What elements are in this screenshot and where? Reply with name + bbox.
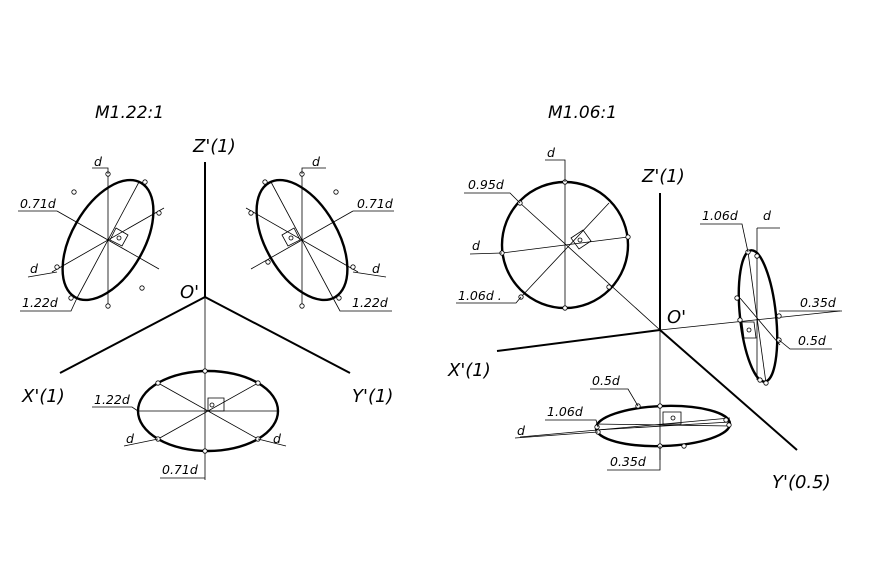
- right-origin-label: O': [667, 307, 686, 328]
- right-scale-label: M1.06:1: [548, 103, 617, 123]
- left-z-axis-label: Z'(1): [192, 136, 236, 157]
- right-dimetric-view: M1.06:1 Z'(1) X'(1) Y'(0.5) O' d 0.95d: [447, 103, 842, 493]
- right-ellipse-yz: 1.06d d 0.35d 0.5d: [659, 208, 842, 386]
- center-mark: [746, 327, 752, 333]
- label-d-left: d: [30, 261, 38, 276]
- label-d-top: d: [312, 154, 320, 169]
- right-y-axis: [659, 329, 798, 451]
- label-d-left: d: [126, 431, 134, 446]
- label-122d: 1.22d: [22, 295, 58, 310]
- left-origin-label: O': [180, 282, 199, 303]
- label-d-right: d: [273, 431, 281, 446]
- right-x-axis: [496, 329, 661, 352]
- ellipse-outline: [737, 249, 779, 383]
- left-ellipse-xz: d 0.71d d 1.22d: [18, 154, 165, 312]
- label-035d: 0.35d: [610, 454, 646, 469]
- right-x-axis-label: X'(1): [447, 360, 491, 381]
- label-05d: 0.5d: [798, 333, 826, 348]
- label-d-top: d: [94, 154, 102, 169]
- label-d-left: d: [517, 423, 525, 438]
- right-ellipse-xz: d 0.95d d 1.06d .: [456, 145, 661, 331]
- label-035d: 0.35d: [800, 295, 836, 310]
- center-mark: [288, 235, 294, 241]
- label-095d: 0.95d: [468, 177, 504, 192]
- left-x-axis: [59, 296, 206, 374]
- right-z-axis-label: Z'(1): [641, 166, 685, 187]
- left-y-axis-label: Y'(1): [352, 386, 393, 407]
- label-05d: 0.5d: [592, 373, 620, 388]
- center-mark: [670, 415, 676, 421]
- label-071d: 0.71d: [20, 196, 56, 211]
- label-122d: 1.22d: [94, 392, 130, 407]
- label-d-top: d: [763, 208, 771, 223]
- left-isometric-view: M1.22:1 Z'(1) X'(1) Y'(1) O' d 0.71d: [18, 103, 394, 480]
- center-mark: [577, 237, 583, 243]
- left-ellipse-xy: 1.22d d d 0.71d: [92, 297, 287, 480]
- label-106d: 1.06d: [547, 404, 583, 419]
- right-y-axis-label: Y'(0.5): [772, 472, 831, 493]
- right-ellipse-xy: 0.5d 1.06d d 0.35d: [514, 330, 732, 471]
- label-106d: 1.06d: [702, 208, 738, 223]
- label-106d: 1.06d .: [458, 288, 502, 303]
- label-d-top: d: [547, 145, 555, 160]
- center-mark: [116, 235, 122, 241]
- left-ellipse-yz: d 0.71d d 1.22d: [245, 154, 394, 312]
- center-mark: [209, 402, 215, 408]
- label-d-right: d: [372, 261, 380, 276]
- left-scale-label: M1.22:1: [95, 103, 164, 123]
- label-d-mid: d: [472, 238, 480, 253]
- label-122d: 1.22d: [352, 295, 388, 310]
- label-071d: 0.71d: [162, 462, 198, 477]
- left-x-axis-label: X'(1): [21, 386, 65, 407]
- label-071d: 0.71d: [357, 196, 393, 211]
- left-y-axis: [204, 296, 351, 374]
